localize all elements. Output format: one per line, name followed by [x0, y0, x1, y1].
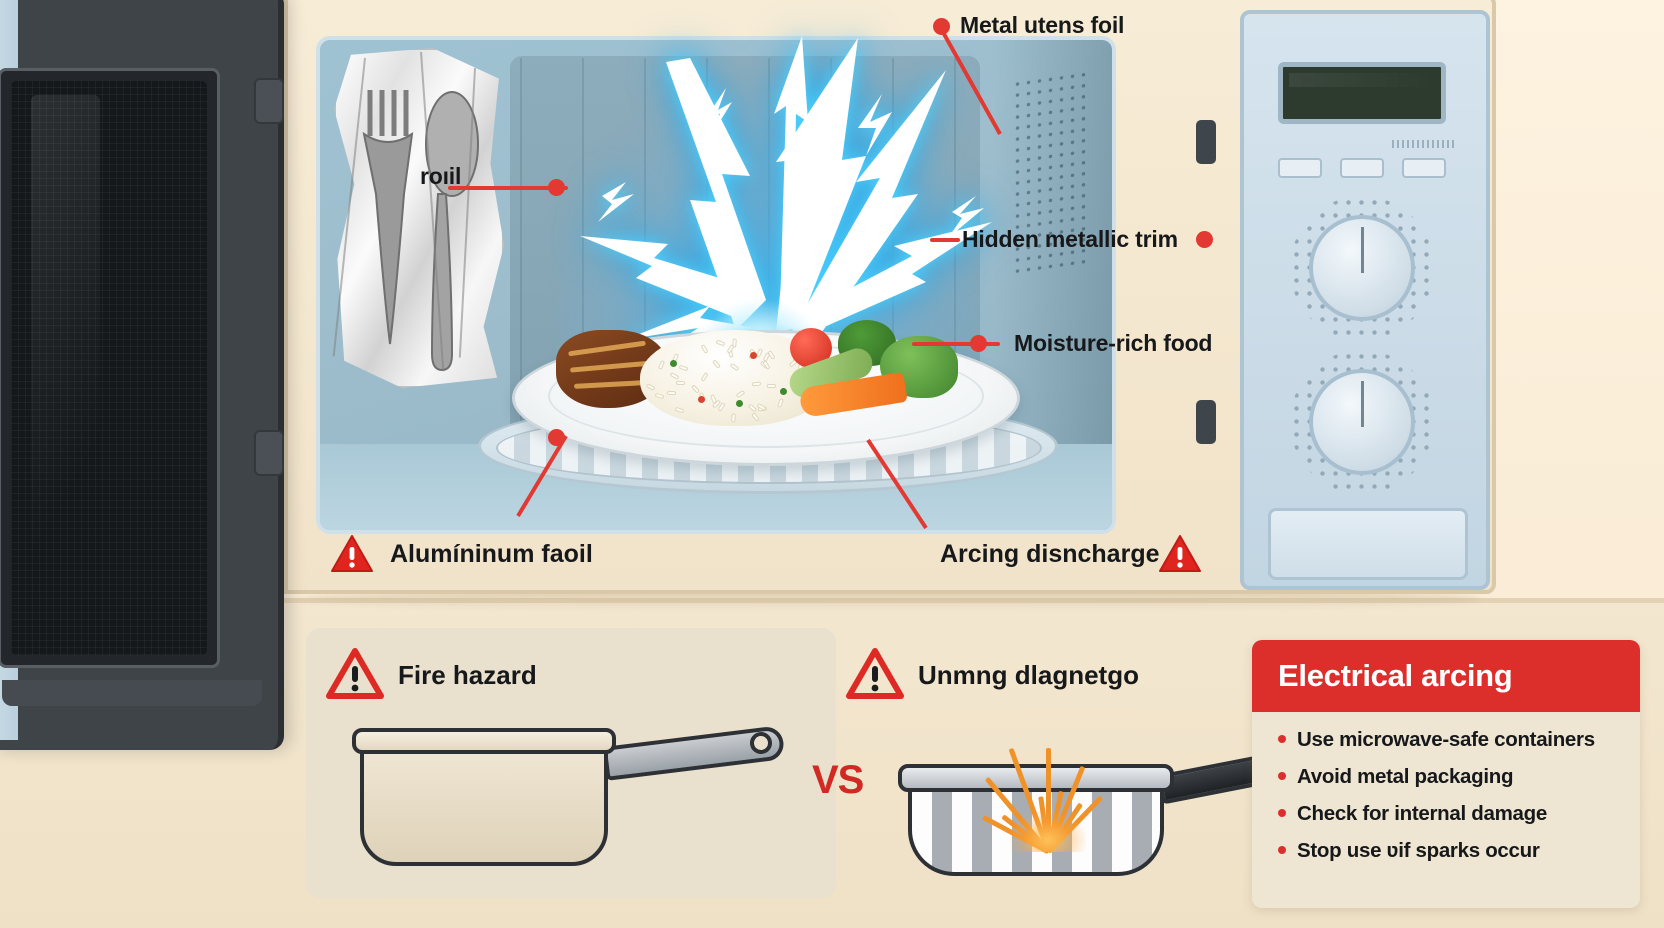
ceramic-saucepan-body	[360, 740, 608, 866]
info-box-item: Stop use ʋif sparks occur	[1278, 839, 1622, 863]
rice-grain	[752, 412, 761, 422]
bottom-label-arcing-discharge: Arcing disncharge	[940, 540, 1160, 569]
metal-frying-pan-rim	[898, 764, 1174, 792]
panel-lower-plate	[1268, 508, 1468, 580]
panel-button-1[interactable]	[1278, 158, 1322, 178]
rice-grain	[691, 385, 700, 394]
rice-speck	[736, 400, 743, 407]
rice-speck	[698, 396, 705, 403]
rice-grain	[675, 407, 685, 414]
door-bottom-lip	[2, 680, 262, 706]
warning-triangle-icon-aluminium	[330, 534, 374, 574]
rice-grain	[678, 365, 688, 372]
rice-grain	[752, 381, 761, 386]
rice-grain	[712, 359, 721, 368]
callout-label-hidden-trim: Hidden metallic trim	[962, 226, 1178, 253]
info-box-item: Check for internal damage	[1278, 802, 1622, 826]
foil-wrapped-utensils	[334, 48, 504, 388]
info-box-item: Use microwave-safe containers	[1278, 728, 1622, 752]
callout-dot-moisture	[970, 335, 987, 352]
info-box-title: Electrical arcing	[1278, 658, 1512, 694]
bullet-icon	[1278, 846, 1286, 854]
warning-triangle-icon-fire-hazard	[326, 648, 384, 700]
electrical-arcing-info-box: Electrical arcing Use microwave-safe con…	[1252, 640, 1640, 908]
callout-leader-aluminium-foil	[510, 430, 580, 520]
callout-dot-metal-utensil	[933, 18, 950, 35]
rice-grain	[655, 392, 665, 398]
callout-dot-hidden-trim	[1196, 231, 1213, 248]
vs-divider-label: VS	[812, 758, 863, 803]
info-box-item-label: Use microwave-safe containers	[1297, 728, 1595, 752]
warning-triangle-icon-unsafe	[846, 648, 904, 700]
comparison-label-fire-hazard: Fire hazard	[398, 660, 537, 691]
rice-grain	[748, 403, 757, 412]
callout-dot-foil	[548, 179, 565, 196]
rice-grain	[736, 390, 746, 398]
callout-leader-arcing	[858, 434, 938, 534]
rice-grain	[701, 344, 709, 354]
info-box-item: Avoid metal packaging	[1278, 765, 1622, 789]
rice-grain	[667, 391, 676, 395]
rice-speck	[750, 352, 757, 359]
door-glass-reflection	[31, 95, 100, 641]
rice-grain	[731, 413, 735, 422]
rice-grain	[767, 384, 776, 388]
rice-grain	[645, 383, 655, 391]
ceramic-saucepan-rim	[352, 728, 616, 754]
info-box-header: Electrical arcing	[1252, 640, 1640, 712]
panel-label-strip	[1392, 140, 1456, 148]
door-hinge-bottom	[254, 430, 284, 476]
bullet-icon	[1278, 809, 1286, 817]
bullet-icon	[1278, 735, 1286, 743]
power-dial[interactable]	[1309, 215, 1415, 321]
info-box-list: Use microwave-safe containersAvoid metal…	[1252, 712, 1640, 863]
rice-grain	[726, 344, 734, 354]
rice-grain	[762, 352, 770, 362]
spark-burst-glow	[1010, 812, 1086, 852]
callout-label-moisture: Moisture-rich food	[1014, 330, 1212, 357]
callout-leader-metal-utensil	[930, 24, 1070, 144]
callout-label-foil: roıil	[420, 163, 461, 190]
rice-grain	[730, 362, 740, 370]
display-screen	[1278, 62, 1446, 124]
warning-triangle-icon-arcing	[1158, 534, 1202, 574]
info-box-item-label: Stop use ʋif sparks occur	[1297, 839, 1540, 863]
panel-button-2[interactable]	[1340, 158, 1384, 178]
rice-grain	[715, 339, 725, 346]
callout-leader-hidden-trim	[930, 238, 960, 242]
panel-button-3[interactable]	[1402, 158, 1446, 178]
callout-dot-aluminium-foil	[548, 429, 565, 446]
rice-grain	[777, 398, 784, 408]
rice-grain	[676, 381, 685, 385]
rice-grain	[669, 372, 679, 380]
rice-grain	[658, 360, 665, 370]
bullet-icon	[1278, 772, 1286, 780]
bottom-label-aluminium-foil: Alumíninum faoil	[390, 540, 593, 569]
rice-speck	[780, 388, 787, 395]
rice-grain	[700, 372, 708, 382]
timer-dial[interactable]	[1309, 369, 1415, 475]
door-latch-bottom	[1196, 400, 1216, 444]
microwave-door[interactable]	[0, 0, 284, 750]
rice-grain	[710, 394, 717, 404]
comparison-label-unsafe: Unmng dlagnetgo	[918, 660, 1139, 691]
door-latch-top	[1196, 120, 1216, 164]
rice-speck	[670, 360, 677, 367]
info-box-item-label: Avoid metal packaging	[1297, 765, 1513, 789]
door-window-frame	[0, 68, 220, 668]
callout-label-metal-utensil: Metal utens foil	[960, 12, 1124, 39]
door-hinge-top	[254, 78, 284, 124]
info-box-item-label: Check for internal damage	[1297, 802, 1547, 826]
